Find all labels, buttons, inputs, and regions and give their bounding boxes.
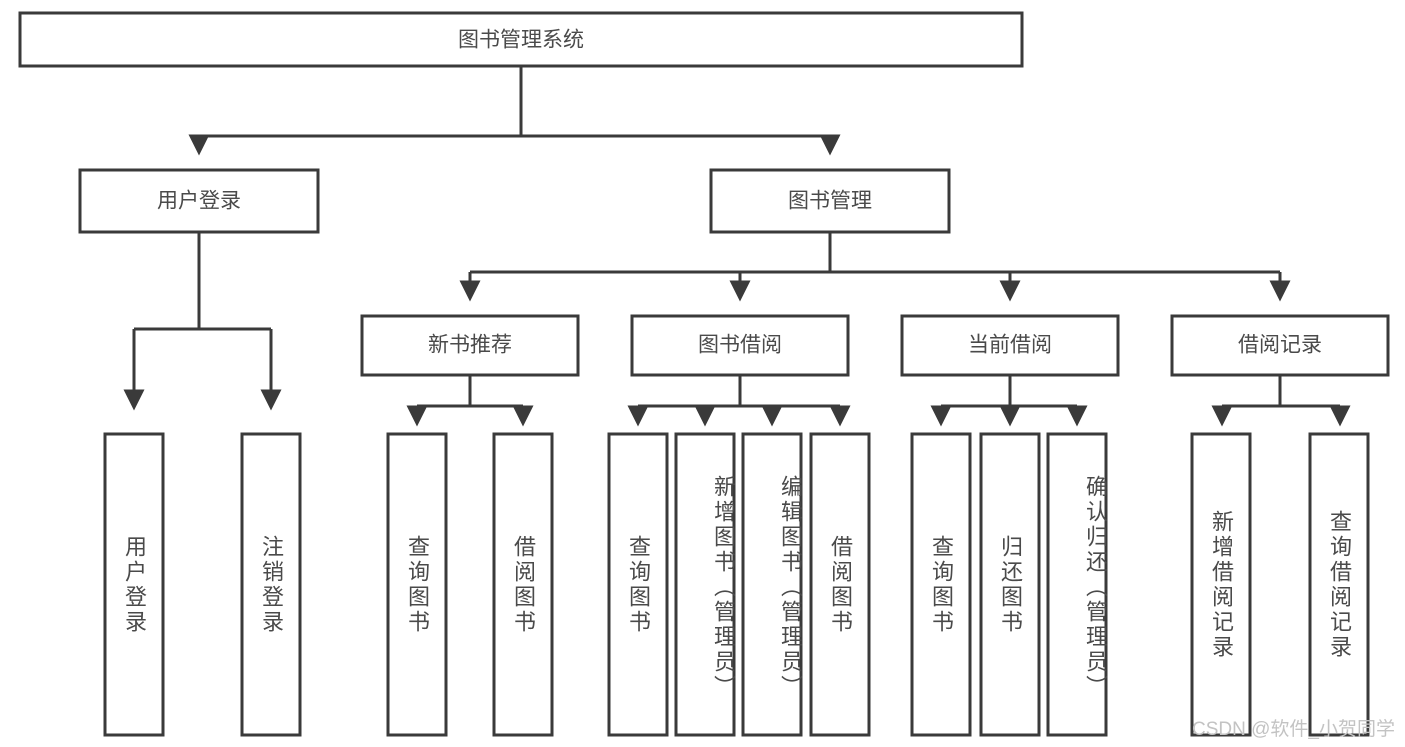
leaf-currentborrow-query-book[interactable] xyxy=(910,432,972,737)
leaf-newbook-borrow-book[interactable] xyxy=(492,432,554,737)
leaf-user-login-login[interactable] xyxy=(103,432,165,737)
connector-userlogin-to-leaves xyxy=(123,232,282,411)
node-new-book-recommend-label: 新书推荐 xyxy=(428,334,512,357)
leaf-bookborrow-borrow-book[interactable] xyxy=(809,432,871,737)
node-book-borrow-label: 图书借阅 xyxy=(698,334,782,357)
connector-root-to-level2 xyxy=(188,66,841,156)
node-root-label: 图书管理系统 xyxy=(458,29,584,52)
connector-bookmgmt-to-level3 xyxy=(459,232,1291,302)
leaf-currentborrow-confirm-return-admin[interactable] xyxy=(1046,432,1108,737)
leaf-currentborrow-return-book[interactable] xyxy=(979,432,1041,737)
node-borrow-record-label: 借阅记录 xyxy=(1238,334,1322,357)
node-book-borrow[interactable]: 图书借阅 xyxy=(630,314,850,377)
node-book-management-label: 图书管理 xyxy=(788,190,872,213)
leaf-bookborrow-query-book[interactable] xyxy=(607,432,669,737)
connector-bookborrow-to-leaves xyxy=(627,375,851,427)
node-user-login[interactable]: 用户登录 xyxy=(78,168,320,234)
leaf-bookborrow-add-book-admin[interactable] xyxy=(674,432,736,737)
connector-newbook-to-leaves xyxy=(406,375,534,427)
node-root-book-management-system[interactable]: 图书管理系统 xyxy=(18,11,1024,68)
node-current-borrow[interactable]: 当前借阅 xyxy=(900,314,1120,377)
leaf-borrowrecord-add-record[interactable] xyxy=(1190,432,1252,737)
leaf-user-login-logout[interactable] xyxy=(240,432,302,737)
node-user-login-label: 用户登录 xyxy=(157,190,241,213)
node-book-management[interactable]: 图书管理 xyxy=(709,168,951,234)
node-current-borrow-label: 当前借阅 xyxy=(968,334,1052,357)
leaf-borrowrecord-query-record[interactable] xyxy=(1308,432,1370,737)
connector-currentborrow-to-leaves xyxy=(930,375,1088,427)
node-borrow-record[interactable]: 借阅记录 xyxy=(1170,314,1390,377)
csdn-watermark: CSDN @软件_小贺同学 xyxy=(1192,719,1395,740)
leaf-bookborrow-edit-book-admin[interactable] xyxy=(741,432,803,737)
node-new-book-recommend[interactable]: 新书推荐 xyxy=(360,314,580,377)
connector-borrowrecord-to-leaves xyxy=(1211,375,1351,427)
leaf-newbook-query-book[interactable] xyxy=(386,432,448,737)
